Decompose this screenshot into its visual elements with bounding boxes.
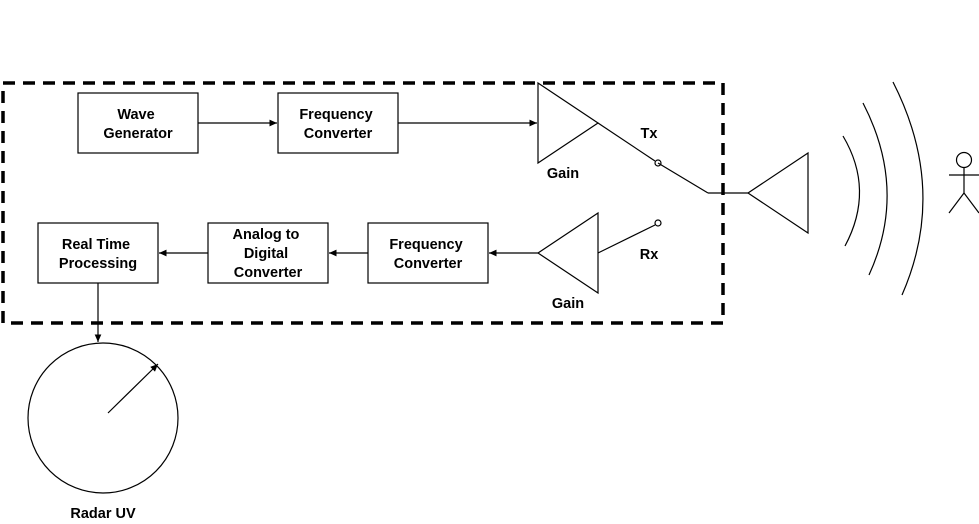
radar-display-label: Radar UV [70, 506, 136, 522]
gain-tx-amplifier-icon [537, 81, 600, 165]
frequency-converter-tx-label: Frequency Converter [299, 107, 376, 142]
frequency-converter-rx-block: Frequency Converter [367, 222, 489, 284]
real-time-processing-block: Real Time Processing [37, 222, 159, 284]
real-time-processing-line-2: Processing [59, 256, 137, 272]
frequency-converter-tx-line-1: Frequency [299, 107, 372, 123]
rx-label: Rx [640, 247, 659, 263]
real-time-processing-line-1: Real Time [62, 237, 130, 253]
adc-line-1: Analog to [233, 227, 300, 243]
tx-label: Tx [641, 126, 658, 142]
adc-line-3: Converter [234, 265, 303, 281]
radar-gauge-needle [107, 363, 159, 414]
rx-switch-terminal [654, 219, 662, 227]
wave-generator-block: Wave Generator [77, 92, 199, 154]
wave-generator-label: Wave Generator [103, 107, 173, 142]
adc-block: Analog to Digital Converter [207, 222, 329, 284]
switch-arm [657, 162, 709, 194]
real-time-processing-label: Real Time Processing [59, 237, 137, 272]
frequency-converter-rx-line-1: Frequency [389, 237, 462, 253]
tx-line [597, 122, 656, 162]
frequency-converter-rx-label: Frequency Converter [389, 237, 466, 272]
radar-gauge-icon [27, 342, 179, 494]
transceiver-boundary [1, 81, 725, 325]
rx-line [597, 224, 656, 254]
antenna-icon [746, 151, 809, 235]
gain-rx-amplifier-icon [536, 211, 599, 295]
gain-tx-label: Gain [547, 166, 579, 182]
wave-generator-line-1: Wave [117, 107, 154, 123]
gain-rx-label: Gain [552, 296, 584, 312]
frequency-converter-tx-line-2: Converter [304, 126, 373, 142]
adc-line-2: Digital [244, 246, 288, 262]
adc-label: Analog to Digital Converter [233, 227, 304, 281]
wave-generator-line-2: Generator [103, 126, 173, 142]
person-icon [948, 151, 979, 214]
radio-waves-icon [842, 81, 924, 296]
frequency-converter-rx-line-2: Converter [394, 256, 463, 272]
frequency-converter-tx-block: Frequency Converter [277, 92, 399, 154]
